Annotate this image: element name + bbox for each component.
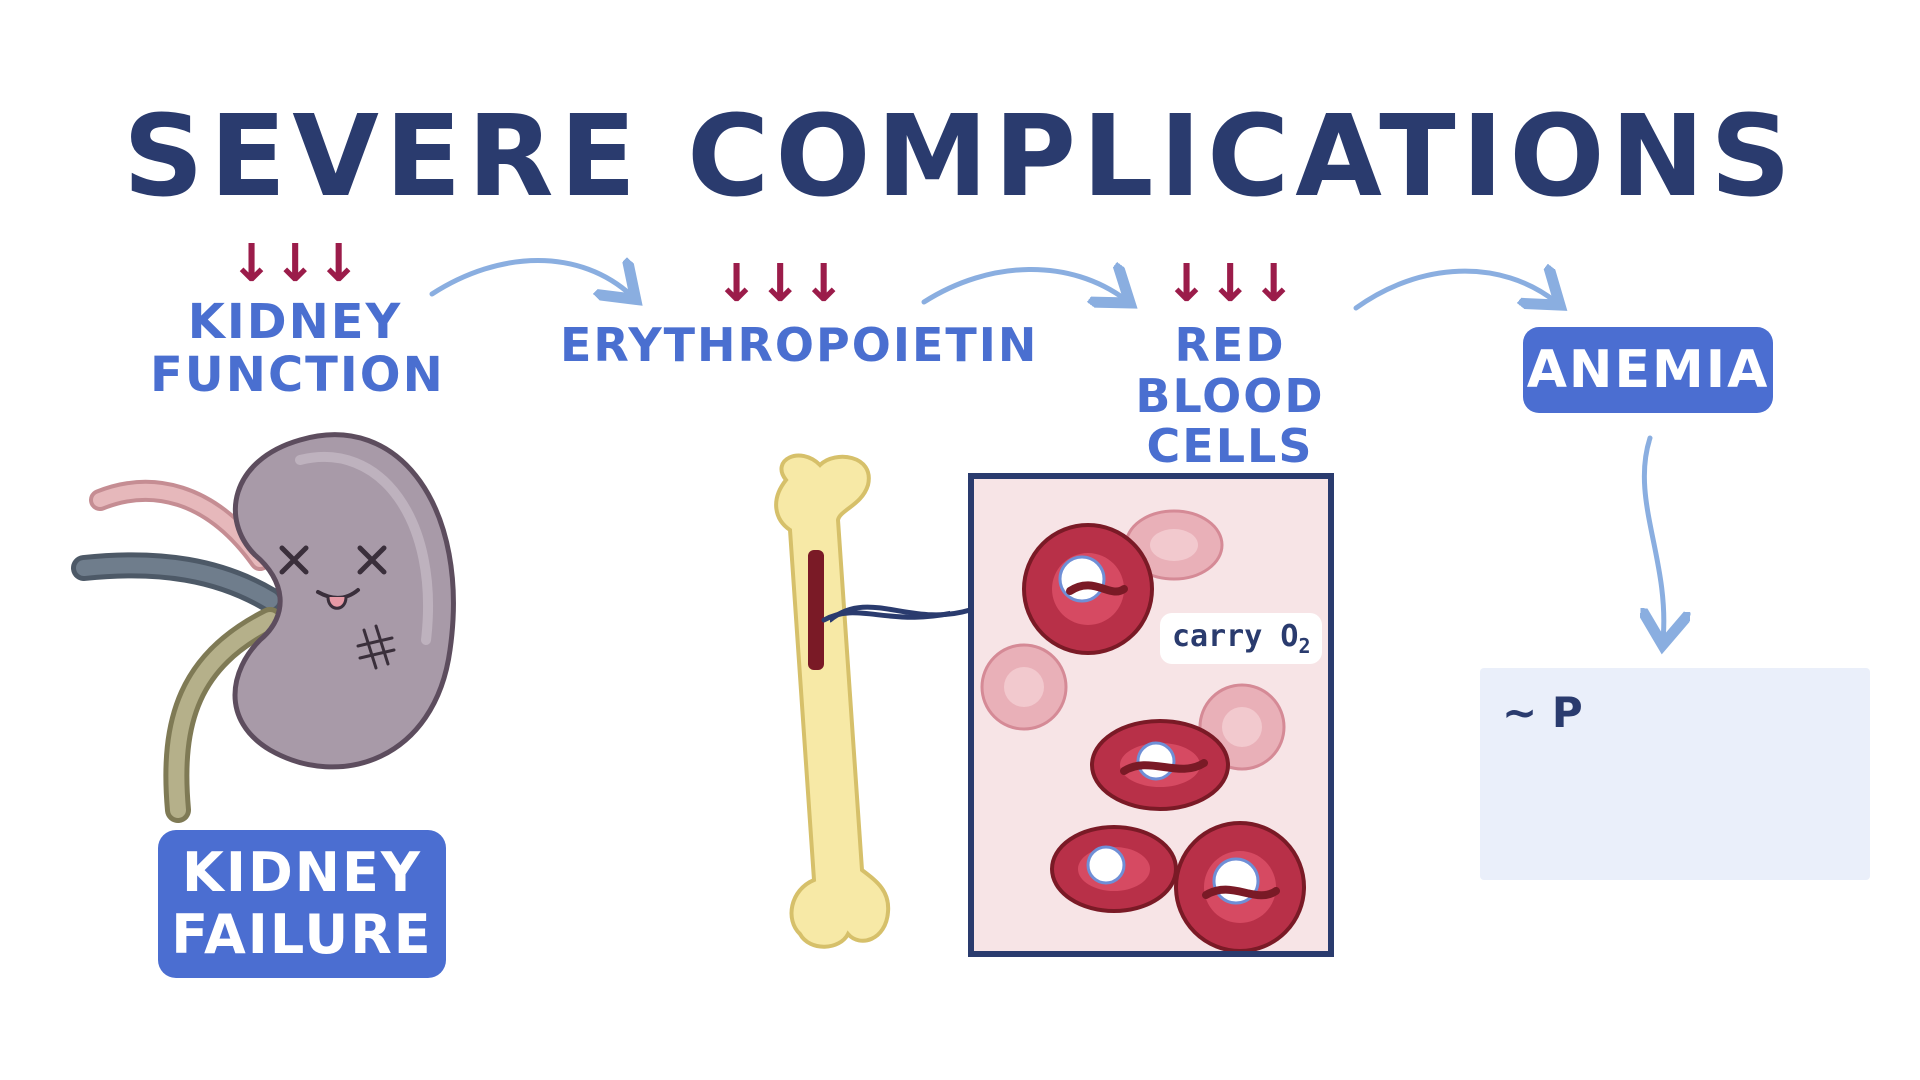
carry-oxygen-text: carry O (1172, 619, 1299, 654)
anemia-badge: ANEMIA (1523, 327, 1773, 413)
red-blood-cell-panel: carry O2 (968, 473, 1334, 957)
rbc-cell (1090, 719, 1230, 811)
kidney-function-label-line2: FUNCTION (150, 346, 445, 403)
red-blood-cells-icon (980, 509, 1306, 953)
carry-oxygen-tag: carry O2 (1160, 613, 1323, 664)
rbc-cell (1174, 821, 1306, 953)
kidney-icon (71, 432, 456, 823)
connector-arrow-icon (921, 269, 1126, 302)
connector-arrow-icon (1644, 435, 1663, 640)
kidney-failure-badge: KIDNEY FAILURE (158, 830, 446, 978)
bone-icon (774, 453, 950, 949)
decrease-arrows-icon: ↓↓↓ (714, 254, 846, 314)
red-blood-cells-label-line2: CELLS (1146, 419, 1314, 474)
connector-arrow-icon (429, 261, 632, 297)
page-title: SEVERE COMPLICATIONS (123, 92, 1797, 222)
note-box: ~ P (1480, 668, 1870, 880)
marrow-connector (830, 604, 973, 623)
kidney-failure-line1: KIDNEY (182, 841, 422, 904)
kidney-function-node: ↓↓↓ KIDNEY FUNCTION (150, 234, 445, 403)
red-blood-cells-node: ↓↓↓ RED BLOOD CELLS (1080, 258, 1380, 472)
red-blood-cells-label-line1: RED BLOOD (1135, 318, 1325, 423)
erythropoietin-label: ERYTHROPOIETIN (560, 318, 1039, 372)
kidney-failure-line2: FAILURE (171, 903, 433, 967)
connector-arrow-icon (1353, 271, 1556, 308)
erythropoietin-node: ↓↓↓ ERYTHROPOIETIN (560, 254, 1039, 372)
rbc-cell (1050, 825, 1178, 913)
rbc-cell (1022, 523, 1154, 655)
decrease-arrows-icon: ↓↓↓ (229, 234, 361, 294)
kidney-function-label-line1: KIDNEY (187, 294, 403, 350)
oxygen-subscript: 2 (1298, 634, 1311, 658)
note-text: ~ P (1502, 688, 1583, 737)
decrease-arrows-icon: ↓↓↓ (1164, 254, 1296, 314)
